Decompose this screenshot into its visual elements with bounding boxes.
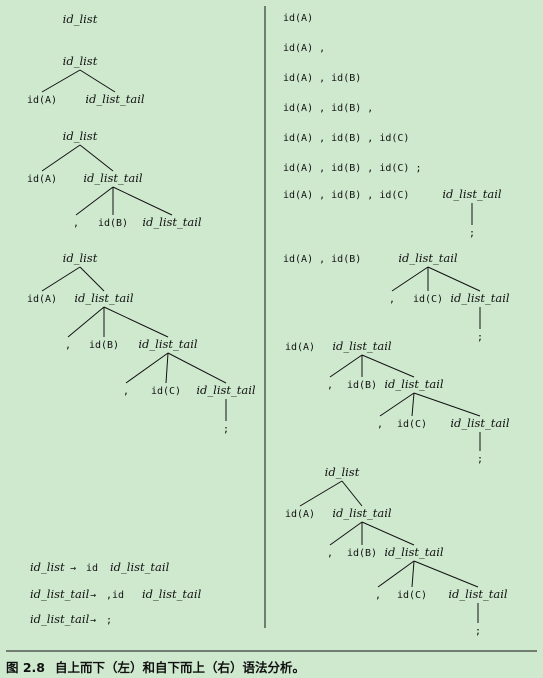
- id-list-tail-node: id_list_tail: [196, 383, 256, 397]
- comma-terminal: ,: [375, 590, 381, 601]
- tree-edge: [79, 69, 116, 93]
- bottom-up-string: id(A) ,: [283, 43, 325, 54]
- grammar-rhs-nonterminal: id_list_tail: [142, 587, 202, 601]
- id-list-tail-node: id_list_tail: [142, 215, 202, 229]
- id-list-node: id_list: [63, 251, 98, 265]
- id-list-tail-node: id_list_tail: [450, 291, 510, 305]
- id-b-terminal: id(B): [89, 340, 119, 351]
- id-list-node: id_list: [325, 465, 360, 479]
- grammar-arrow: →: [70, 563, 76, 574]
- tree-edge: [79, 266, 105, 292]
- grammar-lhs: id_list: [30, 560, 65, 574]
- grammar-arrow: →: [90, 615, 96, 626]
- bottom-up-string: id(A) , id(B) , id(C) ;: [283, 163, 421, 174]
- bottom-up-string: id(A) , id(B) , id(C): [283, 133, 409, 144]
- bottom-up-string: id(A) , id(B) ,: [283, 103, 373, 114]
- tree-edge: [103, 306, 169, 338]
- grammar-rhs-terminal: ;: [106, 615, 112, 626]
- comma-terminal: ,: [377, 419, 383, 430]
- id-list-node: id_list: [63, 129, 98, 143]
- tree-edge: [112, 186, 173, 216]
- grammar-rhs-terminal: id: [86, 563, 98, 574]
- tree-edge: [125, 352, 169, 384]
- semicolon-terminal: ;: [475, 626, 481, 637]
- grammar-lhs: id_list_tail: [30, 612, 90, 626]
- id-b-terminal: id(B): [98, 218, 128, 229]
- comma-terminal: ,: [65, 340, 71, 351]
- grammar-lhs: id_list_tail: [30, 587, 90, 601]
- tree-edge: [341, 480, 363, 507]
- id-a-terminal: id(A): [27, 95, 57, 106]
- comma-terminal: ,: [327, 548, 333, 559]
- semicolon-terminal: ;: [469, 228, 475, 239]
- id-list-tail-node: id_list_tail: [138, 337, 198, 351]
- id-list-tail-node: id_list_tail: [384, 377, 444, 391]
- id-c-terminal: id(C): [397, 590, 427, 601]
- tree-edge: [411, 392, 415, 417]
- tree-edge: [67, 306, 105, 338]
- tree-edge: [413, 560, 479, 588]
- tree-edge: [41, 266, 81, 292]
- bottom-up-string: id(A) , id(B): [283, 254, 361, 265]
- tree-edge: [411, 560, 415, 588]
- id-list-tail-node: id_list_tail: [83, 171, 143, 185]
- tree-edge: [329, 521, 363, 546]
- tree-edge: [165, 352, 169, 384]
- comma-terminal: ,: [327, 380, 333, 391]
- tree-edge: [361, 354, 415, 378]
- id-list-tail-node: id_list_tail: [332, 506, 392, 520]
- caption-text: 自上而下（左）和自下而上（右）语法分析。: [55, 660, 306, 675]
- id-a-terminal: id(A): [285, 342, 315, 353]
- id-list-tail-node: id_list_tail: [85, 92, 145, 106]
- id-b-terminal: id(B): [347, 548, 377, 559]
- tree-edge: [79, 144, 114, 172]
- tree-edge: [41, 144, 81, 172]
- bottom-up-string: id(A) , id(B): [283, 73, 361, 84]
- id-c-terminal: id(C): [397, 419, 427, 430]
- grammar-rhs-nonterminal: id_list_tail: [110, 560, 170, 574]
- tree-edge: [377, 560, 415, 588]
- tree-edge: [413, 392, 481, 417]
- tree-edge: [41, 69, 81, 93]
- tree-edge: [75, 186, 114, 216]
- id-c-terminal: id(C): [151, 386, 181, 397]
- id-list-tail-node: id_list_tail: [332, 339, 392, 353]
- id-list-tail-node: id_list_tail: [448, 587, 508, 601]
- id-a-terminal: id(A): [27, 294, 57, 305]
- comma-terminal: ,: [123, 386, 129, 397]
- id-list-tail-node: id_list_tail: [442, 187, 502, 201]
- grammar-rhs-terminal: ,id: [106, 590, 124, 601]
- id-list-tail-node: id_list_tail: [384, 545, 444, 559]
- tree-edge: [379, 392, 415, 417]
- semicolon-terminal: ;: [477, 454, 483, 465]
- grammar-arrow: →: [90, 590, 96, 601]
- comma-terminal: ,: [73, 218, 79, 229]
- id-list-tail-node: id_list_tail: [398, 251, 458, 265]
- tree-edge: [299, 480, 343, 507]
- tree-edge: [167, 352, 227, 384]
- id-list-tail-node: id_list_tail: [74, 291, 134, 305]
- bottom-up-string: id(A): [283, 13, 313, 24]
- semicolon-terminal: ;: [477, 332, 483, 343]
- semicolon-terminal: ;: [223, 424, 229, 435]
- tree-edge: [361, 521, 415, 546]
- comma-terminal: ,: [389, 294, 395, 305]
- id-list-tail-node: id_list_tail: [450, 416, 510, 430]
- tree-edge: [391, 266, 429, 292]
- id-a-terminal: id(A): [285, 509, 315, 520]
- id-list-node: id_list: [63, 54, 98, 68]
- id-list-node: id_list: [63, 12, 98, 26]
- figure-caption: 图 2.8 自上而下（左）和自下而上（右）语法分析。: [6, 657, 305, 676]
- tree-edge: [427, 266, 481, 292]
- caption-number: 图 2.8: [6, 660, 45, 675]
- bottom-up-string: id(A) , id(B) , id(C): [283, 190, 409, 201]
- tree-edge: [329, 354, 363, 378]
- id-c-terminal: id(C): [413, 294, 443, 305]
- id-a-terminal: id(A): [27, 174, 57, 185]
- id-b-terminal: id(B): [347, 380, 377, 391]
